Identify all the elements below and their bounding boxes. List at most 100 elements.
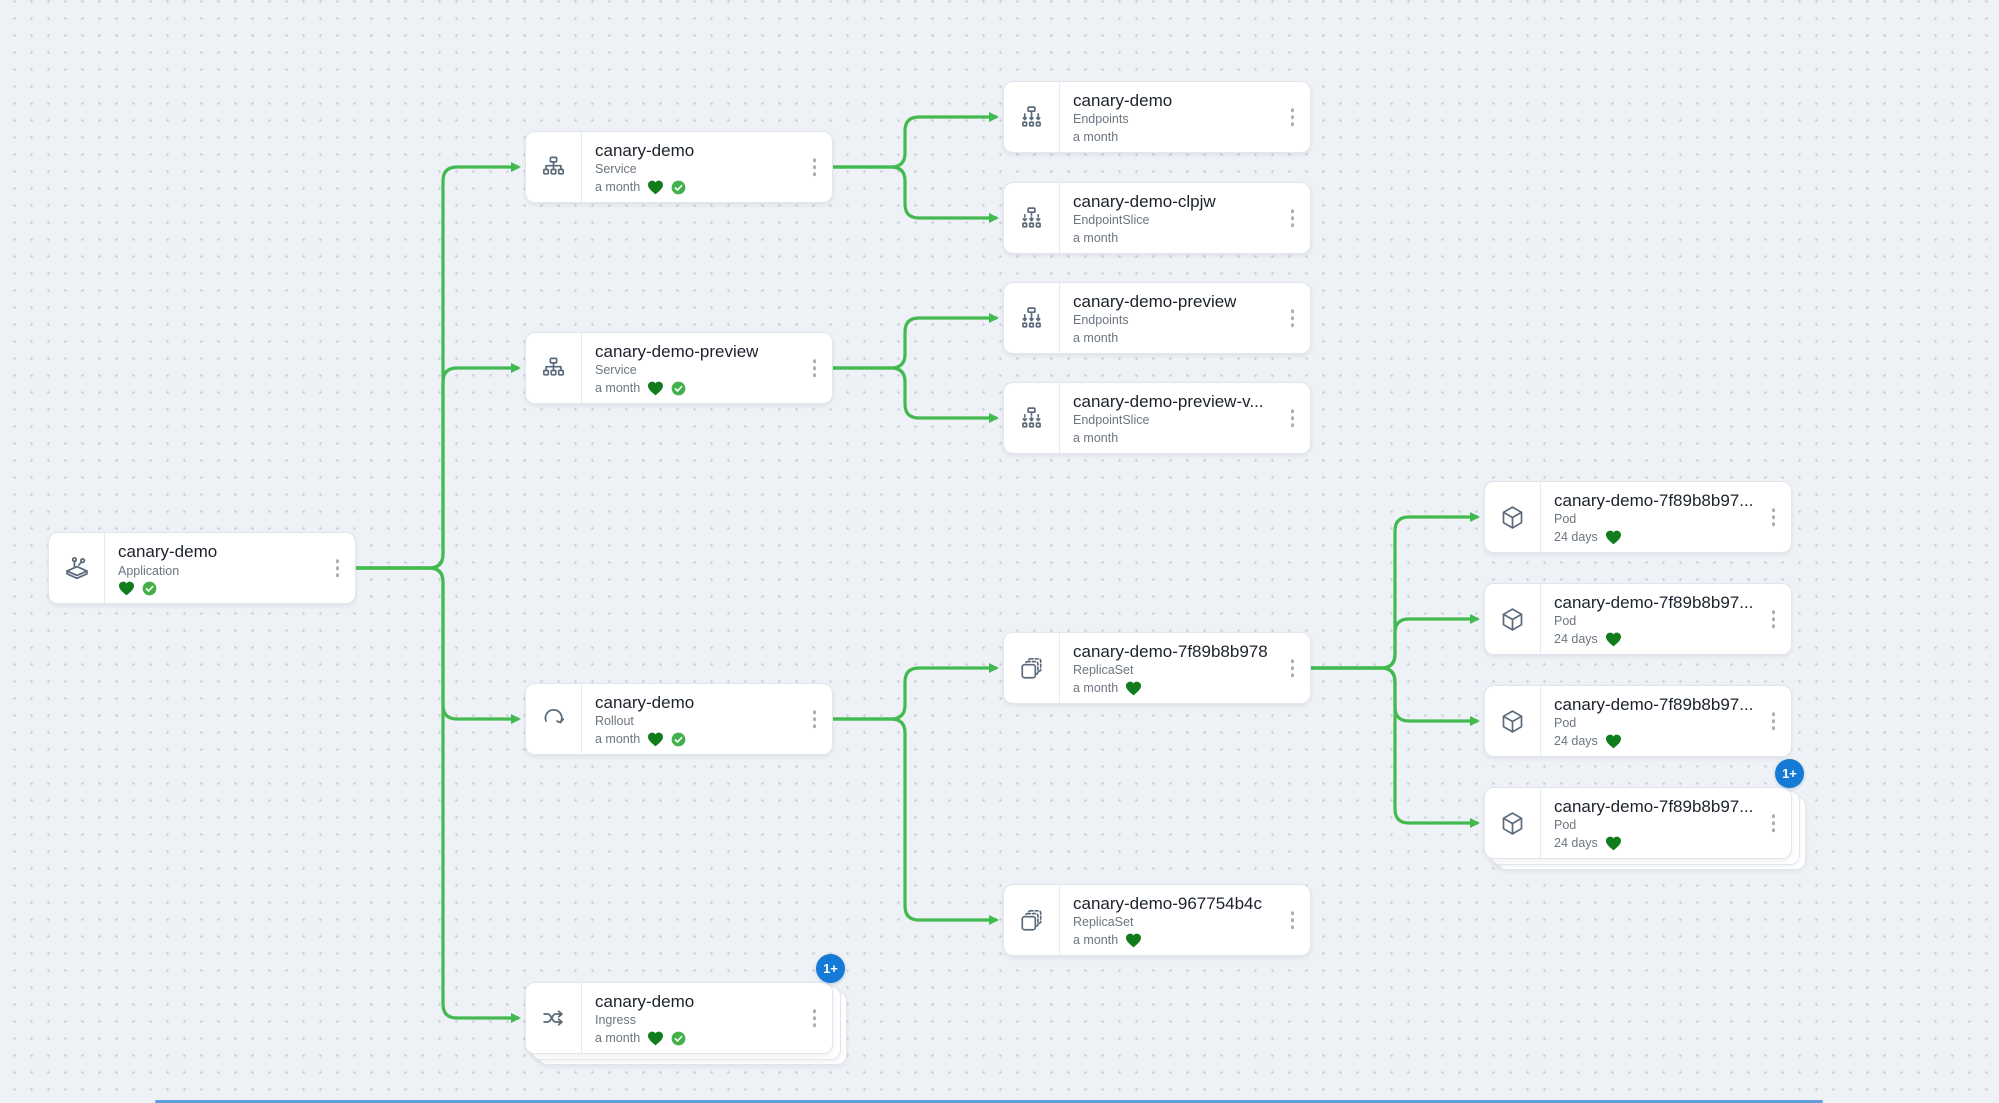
tree-edge <box>833 112 999 169</box>
sync-synced-icon <box>671 381 686 396</box>
resource-name: canary-demo-preview-v... <box>1073 392 1264 411</box>
health-healthy-icon <box>1605 734 1622 749</box>
replicaset-icon <box>1004 885 1060 955</box>
application-icon <box>49 533 105 603</box>
node-menu-button[interactable] <box>331 554 345 582</box>
health-healthy-icon <box>647 732 664 747</box>
resource-age: a month <box>1073 331 1119 345</box>
sync-synced-icon <box>671 180 686 195</box>
resource-name: canary-demo-7f89b8b97... <box>1554 695 1754 714</box>
node-menu-button[interactable] <box>1286 654 1300 682</box>
pod-icon <box>1485 482 1541 552</box>
pod-icon <box>1485 686 1541 756</box>
resource-age: a month <box>1073 231 1119 245</box>
resource-kind: Rollout <box>595 714 634 728</box>
tree-edge <box>1311 614 1480 670</box>
resource-kind: Endpoints <box>1073 112 1129 126</box>
health-healthy-icon <box>1125 681 1142 696</box>
node-menu-button[interactable] <box>1286 103 1300 131</box>
tree-edge <box>833 313 999 370</box>
endpointslice-icon <box>1004 383 1060 453</box>
node-menu-button[interactable] <box>808 1004 822 1032</box>
resource-age: 24 days <box>1554 734 1598 748</box>
service-icon <box>526 132 582 202</box>
tree-edge <box>833 165 999 223</box>
node-menu-button[interactable] <box>1286 204 1300 232</box>
health-healthy-icon <box>1605 530 1622 545</box>
node-menu-button[interactable] <box>808 153 822 181</box>
resource-kind: Pod <box>1554 512 1577 526</box>
resource-age: a month <box>1073 681 1119 695</box>
node-menu-button[interactable] <box>1767 809 1781 837</box>
resource-kind: ReplicaSet <box>1073 663 1134 677</box>
more-items-badge[interactable]: 1+ <box>816 954 845 983</box>
resource-node-pod3[interactable]: canary-demo-7f89b8b97... Pod 24 days <box>1484 685 1792 757</box>
resource-kind: Pod <box>1554 818 1577 832</box>
pod-icon <box>1485 584 1541 654</box>
resource-age: a month <box>1073 130 1119 144</box>
resource-kind: ReplicaSet <box>1073 915 1134 929</box>
tree-edge <box>1311 666 1480 828</box>
service-icon <box>526 333 582 403</box>
health-healthy-icon <box>1605 632 1622 647</box>
resource-name: canary-demo-7f89b8b97... <box>1554 593 1754 612</box>
ingress-icon <box>526 983 582 1053</box>
tree-edge <box>356 566 521 1023</box>
endpoints-icon <box>1004 82 1060 152</box>
resource-name: canary-demo <box>118 542 218 561</box>
resource-kind: EndpointSlice <box>1073 213 1150 227</box>
node-menu-button[interactable] <box>808 354 822 382</box>
resource-age: a month <box>595 1031 641 1045</box>
resource-age: a month <box>595 180 641 194</box>
resource-name: canary-demo-clpjw <box>1073 192 1216 211</box>
tree-edge <box>833 663 999 721</box>
resource-kind: Service <box>595 162 637 176</box>
node-menu-button[interactable] <box>1767 707 1781 735</box>
resource-kind: Application <box>118 564 180 578</box>
resource-kind: EndpointSlice <box>1073 413 1150 427</box>
resource-kind: Ingress <box>595 1013 636 1027</box>
resource-name: canary-demo-preview <box>595 342 759 361</box>
resource-kind: Service <box>595 363 637 377</box>
sync-synced-icon <box>142 581 157 596</box>
health-healthy-icon <box>1125 933 1142 948</box>
node-menu-button[interactable] <box>1286 304 1300 332</box>
replicaset-icon <box>1004 633 1060 703</box>
more-items-badge[interactable]: 1+ <box>1775 759 1804 788</box>
sync-synced-icon <box>671 732 686 747</box>
health-healthy-icon <box>647 180 664 195</box>
node-menu-button[interactable] <box>1767 503 1781 531</box>
horizontal-scrollbar[interactable] <box>155 1100 1823 1103</box>
resource-name: canary-demo-7f89b8b97... <box>1554 491 1754 510</box>
endpointslice-icon <box>1004 183 1060 253</box>
node-menu-button[interactable] <box>1286 906 1300 934</box>
node-menu-button[interactable] <box>1286 404 1300 432</box>
tree-edge <box>356 363 521 570</box>
health-healthy-icon <box>647 1031 664 1046</box>
node-menu-button[interactable] <box>1767 605 1781 633</box>
resource-name: canary-demo <box>1073 91 1173 110</box>
node-menu-button[interactable] <box>808 705 822 733</box>
resource-name: canary-demo <box>595 992 695 1011</box>
resource-age: a month <box>1073 933 1119 947</box>
tree-edge <box>833 717 999 925</box>
rollout-icon <box>526 684 582 754</box>
health-healthy-icon <box>118 581 135 596</box>
resource-kind: Pod <box>1554 716 1577 730</box>
health-healthy-icon <box>647 381 664 396</box>
